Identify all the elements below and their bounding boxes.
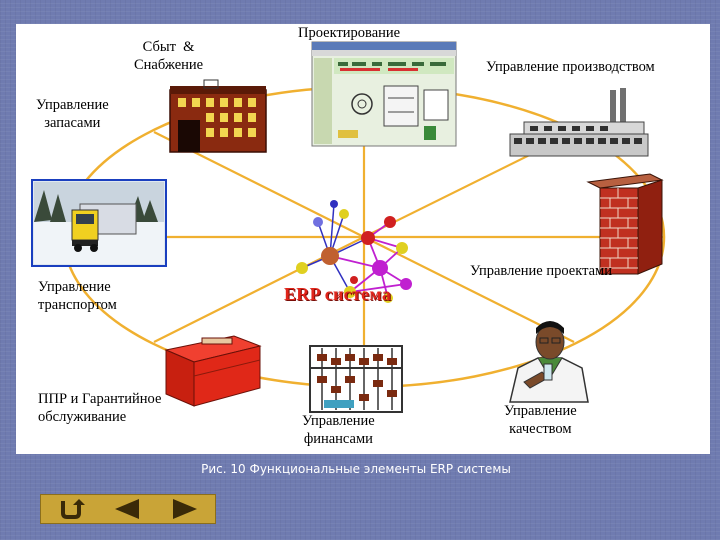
node-label-sales: Сбыт & Снабжение: [134, 38, 203, 74]
diagram-panel: ERP система Сбыт & Снабжение Проектирова…: [16, 24, 710, 454]
node-label-inventory: Управление запасами: [36, 96, 109, 132]
triangle-right-icon: [157, 495, 213, 523]
previous-button[interactable]: [99, 495, 155, 523]
triangle-left-icon: [99, 495, 155, 523]
abacus-icon: [310, 346, 402, 412]
slide-navigation: [40, 494, 216, 524]
truck-photo-icon: [32, 180, 166, 266]
warehouse-building-icon: [170, 80, 266, 152]
cad-software-window-icon: [312, 42, 456, 146]
node-label-service: ППР и Гарантийное обслуживание: [38, 390, 161, 426]
next-button[interactable]: [157, 495, 213, 523]
figure-caption: Рис. 10 Функциональные элементы ERP сист…: [196, 462, 516, 476]
node-label-production: Управление производством: [486, 58, 655, 76]
factory-icon: [510, 88, 648, 156]
return-button[interactable]: [41, 495, 97, 523]
node-label-quality: Управление качеством: [504, 402, 577, 438]
return-arrow-icon: [41, 495, 97, 523]
red-toolbox-icon: [166, 336, 260, 406]
node-label-projects: Управление проектами: [470, 262, 612, 280]
node-label-finance: Управление финансами: [302, 412, 375, 448]
node-label-design: Проектирование: [298, 24, 400, 42]
node-label-transport: Управление транспортом: [38, 278, 117, 314]
scientist-icon: [510, 321, 588, 402]
erp-system-title: ERP система: [284, 284, 391, 305]
brick-wall-icon: [588, 174, 662, 274]
